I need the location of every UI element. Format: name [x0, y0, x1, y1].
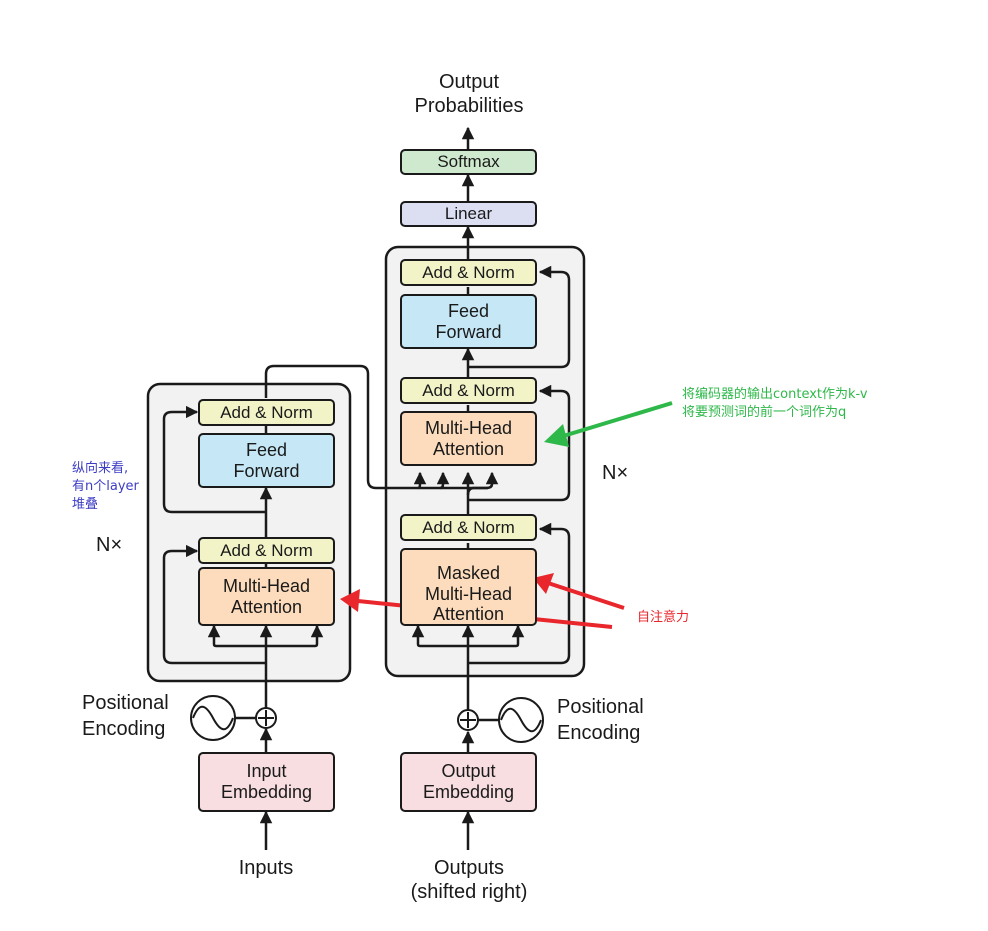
encoder-residual-2: [162, 405, 266, 514]
decoder-masked-attention: Masked Multi-Head Attention: [400, 548, 537, 626]
decoder-cross-attention: Multi-Head Attention: [400, 411, 537, 466]
decoder-repeat-label: N×: [602, 462, 629, 484]
decoder-positional-encoding-label: Positional Encoding: [557, 696, 644, 744]
encoder-attn-branch: [207, 624, 266, 648]
decoder-cross-attention-label: Multi-Head Attention: [424, 417, 513, 459]
softmax-layer: Softmax: [400, 149, 537, 175]
decoder-sum-node: [457, 709, 479, 731]
decoder-add-norm-top-label: Add & Norm: [422, 262, 515, 282]
encoder-add-norm-bottom-label: Add & Norm: [220, 540, 313, 560]
decoder-residual-1: [468, 522, 571, 665]
red-annotation-arrow-to-decoder: [533, 573, 625, 610]
linear-label: Linear: [444, 204, 493, 224]
decoder-add-norm-mid-label: Add & Norm: [422, 380, 515, 400]
decoder-add-norm-mid: Add & Norm: [400, 377, 537, 404]
decoder-masked-attention-label: Masked Multi-Head Attention: [424, 562, 513, 625]
encoder-feed-forward-label: Feed Forward: [233, 439, 300, 481]
encoder-add-norm-top-label: Add & Norm: [220, 402, 313, 422]
encoder-layer-box: [146, 382, 352, 683]
encoder-attention-label: Multi-Head Attention: [222, 575, 311, 617]
encoder-output-route: [264, 364, 488, 490]
encoder-feed-forward: Feed Forward: [198, 433, 335, 488]
decoder-add-norm-bottom-label: Add & Norm: [422, 517, 515, 537]
encoder-residual-1: [162, 544, 266, 665]
linear-layer: Linear: [400, 201, 537, 227]
decoder-feed-forward: Feed Forward: [400, 294, 537, 349]
encoder-multi-head-attention: Multi-Head Attention: [198, 567, 335, 626]
encoder-inputs-label: Inputs: [238, 857, 294, 879]
encoder-attn-branch-r: [266, 624, 324, 648]
softmax-label: Softmax: [437, 152, 500, 172]
decoder-feed-forward-label: Feed Forward: [435, 300, 502, 342]
encoder-to-cross-v: [436, 471, 450, 490]
decoder-add-norm-top: Add & Norm: [400, 259, 537, 286]
decoder-sine-wave-icon: [498, 697, 544, 743]
encoder-add-norm-top: Add & Norm: [198, 399, 335, 426]
input-embedding: Input Embedding: [198, 752, 335, 812]
green-annotation-arrow: [544, 401, 673, 447]
decoder-residual-2: [468, 384, 571, 502]
output-probabilities-label: Output Probabilities: [414, 71, 524, 118]
input-embedding-label: Input Embedding: [220, 761, 313, 802]
encoder-positional-encoding-label: Positional Encoding: [82, 692, 169, 740]
decoder-attn-branch-l: [411, 624, 468, 648]
decoder-residual-3: [468, 265, 571, 369]
decoder-attn-branch-r: [468, 624, 525, 648]
encoder-to-cross-k: [413, 471, 427, 490]
output-embedding-label: Output Embedding: [422, 761, 515, 802]
encoder-add-norm-bottom: Add & Norm: [198, 537, 335, 564]
cross-attention-annotation: 将编码器的输出context作为k-v 将要预测词的前一个词作为q: [682, 387, 868, 421]
encoder-repeat-label: N×: [96, 534, 123, 556]
encoder-sine-wave-icon: [190, 695, 236, 741]
output-embedding: Output Embedding: [400, 752, 537, 812]
stack-annotation: 纵向来看, 有n个layer 堆叠: [72, 461, 139, 513]
decoder-inputs-label: Outputs (shifted right): [410, 857, 528, 904]
decoder-add-norm-bottom: Add & Norm: [400, 514, 537, 541]
encoder-sum-node: [255, 707, 277, 729]
self-attention-annotation: 自注意力: [637, 610, 690, 625]
